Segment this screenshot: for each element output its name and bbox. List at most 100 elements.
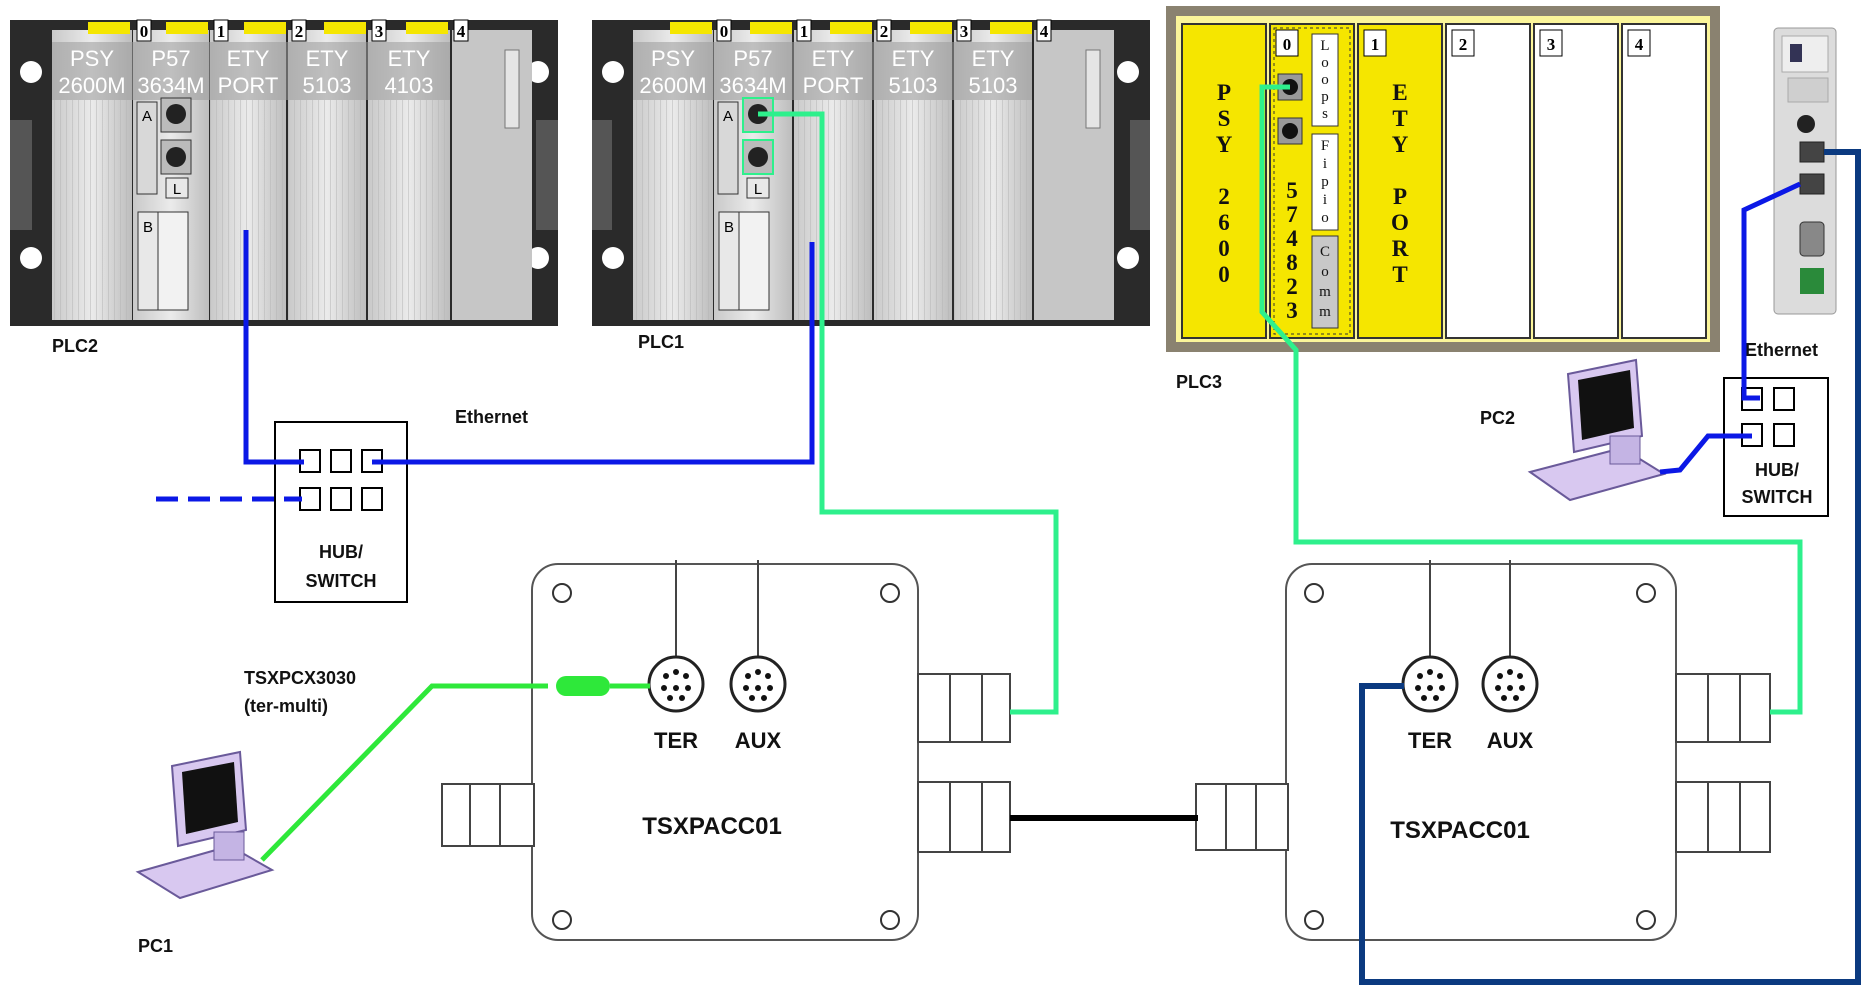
fipio-cable-plc1: [758, 111, 1059, 715]
module-vent: [633, 100, 713, 320]
cable-gland-right-bottom: [1675, 781, 1771, 853]
module-label: 5103: [303, 73, 352, 98]
plc3-empty-slot-3: [1533, 23, 1619, 339]
hub-port[interactable]: [1773, 423, 1795, 447]
cpu-port-a-frame: [136, 101, 158, 195]
module-label: ETY: [306, 46, 349, 71]
slot-marker: [406, 22, 448, 34]
rj45-port-icon: [1799, 141, 1825, 163]
ter-connector-icon[interactable]: [647, 655, 705, 713]
module-label: ETY: [227, 46, 270, 71]
plc3-empty-slot-2: [1445, 23, 1531, 339]
module-vent: [874, 100, 952, 320]
aux-connector-icon[interactable]: [1481, 655, 1539, 713]
slot-number: 1: [217, 22, 226, 41]
plc2-rack: 0 1 2 3 4 PSY 2600M P57 3634M ETY PORT E…: [10, 19, 558, 356]
cable-gland-right-top: [917, 673, 1011, 743]
cable-gland-right-bottom: [917, 781, 1011, 853]
slot-marker: [910, 22, 952, 34]
cpu-char: 8: [1286, 250, 1298, 275]
slot-marker: [324, 22, 366, 34]
slot-number: 3: [375, 22, 384, 41]
plc1-rack: 0 1 2 3 4 PSY 2600M P57 3634M ETY PORT E…: [592, 19, 1150, 352]
terminal-cable-pc1: [260, 683, 548, 862]
ety-char: Y: [1392, 132, 1409, 157]
port-letter: L: [173, 181, 181, 198]
slot-number: 0: [140, 22, 149, 41]
box-name: TSXPACC01: [1390, 817, 1530, 844]
slot-number: 3: [960, 22, 969, 41]
mount-hole: [1304, 583, 1324, 603]
module-label: ETY: [812, 46, 855, 71]
pc1-computer-icon[interactable]: [135, 750, 275, 900]
ety-char: T: [1392, 106, 1407, 131]
cable-label: (ter-multi): [244, 696, 328, 716]
pc2-computer-icon[interactable]: [1527, 358, 1667, 502]
tsxpacc01-right: TER AUX TSXPACC01: [1195, 560, 1771, 941]
plc3-psy-text: P S Y 2 6 0 0: [1216, 80, 1233, 287]
mount-hole: [880, 583, 900, 603]
module-label: ETY: [972, 46, 1015, 71]
cpu-char: 5: [1286, 178, 1298, 203]
cable-gland-left-side: [1195, 783, 1289, 851]
slot-number: 0: [1283, 35, 1292, 54]
module-header-band: [633, 42, 1032, 100]
loops-char: o: [1321, 72, 1329, 88]
hub-port[interactable]: [330, 449, 352, 473]
fipio-cable-plc3: [1259, 84, 1803, 715]
module-label: PSY: [651, 46, 695, 71]
terminal-block-icon: [1800, 268, 1824, 294]
cpu-char: 3: [1286, 298, 1298, 323]
module-label: ETY: [388, 46, 431, 71]
module-vent: [954, 100, 1032, 320]
hub-port[interactable]: [299, 487, 321, 511]
hub-port[interactable]: [1773, 387, 1795, 411]
hub-port[interactable]: [361, 487, 383, 511]
connector-pins: [1415, 669, 1525, 701]
slot-marker: [670, 22, 712, 34]
cpu-char: 2: [1286, 274, 1298, 299]
slot-number: 2: [1459, 35, 1468, 54]
hub-title: HUB/: [1755, 460, 1799, 480]
reset-button-icon: [1797, 115, 1815, 133]
port-letter: L: [754, 181, 762, 198]
ter-label: TER: [654, 728, 698, 753]
fiber-port-icon: [166, 104, 186, 124]
fipio-char: F: [1321, 138, 1329, 154]
rack-screw-hole: [1117, 247, 1139, 269]
module-logo-icon: [1790, 44, 1802, 62]
slot-number: 1: [800, 22, 809, 41]
rack-mount-left: [10, 120, 32, 230]
cpu-dotted-outline: [1273, 27, 1351, 335]
rack-mount-right: [1130, 120, 1150, 230]
aux-connector-icon[interactable]: [729, 655, 787, 713]
hub-switch-left: HUB/ SWITCH: [274, 421, 408, 603]
ter-connector-icon[interactable]: [1401, 655, 1459, 713]
cpu-char: 7: [1286, 202, 1298, 227]
psy-char: S: [1218, 106, 1231, 131]
hub-port[interactable]: [330, 487, 352, 511]
fipio-char: o: [1321, 210, 1329, 226]
pc1-label: PC1: [138, 936, 173, 956]
junction-box-left: [531, 563, 919, 941]
module-label: 4103: [385, 73, 434, 98]
slot-number: 3: [1547, 35, 1556, 54]
fipio-char: i: [1323, 156, 1327, 172]
plc3-psy-module: [1181, 23, 1267, 339]
port-letter: A: [723, 108, 733, 125]
junction-box-right: [1285, 563, 1677, 941]
slot-marker: [166, 22, 208, 34]
module-header-band: [52, 42, 450, 100]
port-letter: B: [724, 219, 734, 236]
plc1-empty-slot: [1034, 30, 1114, 320]
psy-char: 6: [1218, 210, 1230, 235]
rack-screw-hole: [527, 61, 549, 83]
slot-marker: [750, 22, 792, 34]
module-vent: [52, 100, 132, 320]
psy-char: 0: [1218, 236, 1230, 261]
cable-gland-right-top: [1675, 673, 1771, 743]
slot-connector: [1085, 49, 1101, 129]
cable-gland-left-side: [441, 783, 535, 847]
ethernet-cable-plc2: [243, 230, 304, 465]
